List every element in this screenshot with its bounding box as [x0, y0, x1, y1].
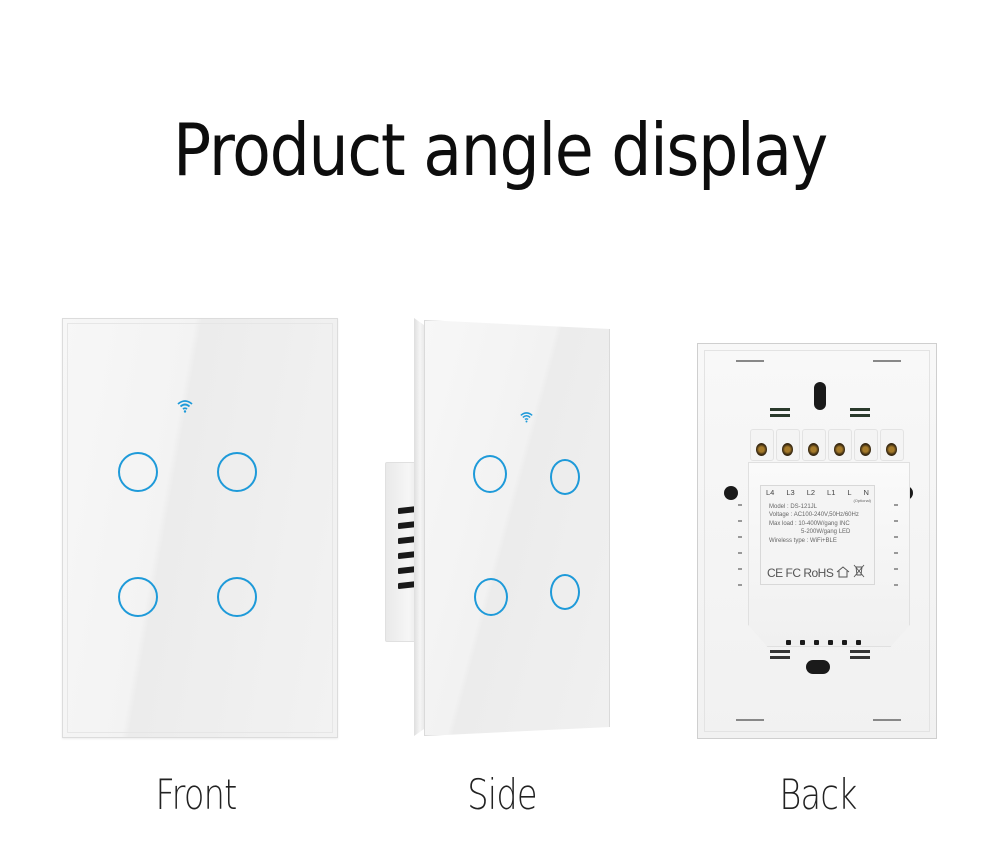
- page-title: Product angle display: [173, 108, 828, 192]
- mounting-slot-top: [814, 382, 826, 410]
- side-glass-edge: [414, 318, 426, 736]
- screw-hole-left: [724, 486, 738, 500]
- back-view-panel: L4 L3 L2 L1 L N (Optional) Model : DS-12…: [697, 343, 937, 739]
- spec-label: L4 L3 L2 L1 L N (Optional) Model : DS-12…: [760, 485, 875, 585]
- side-view-panel: [424, 320, 610, 736]
- wifi-icon: [520, 411, 533, 423]
- certification-marks: CE FC RoHS: [767, 564, 865, 579]
- front-view-panel: [62, 318, 338, 738]
- wiring-terminals: [748, 419, 908, 464]
- touch-button-1[interactable]: [473, 455, 507, 493]
- touch-button-1[interactable]: [118, 452, 158, 492]
- back-label: Back: [779, 770, 857, 819]
- front-label: Front: [155, 770, 238, 819]
- terminal: [750, 429, 774, 461]
- indoor-use-icon: [836, 566, 850, 578]
- touch-button-4[interactable]: [550, 574, 580, 610]
- terminal-labels: L4 L3 L2 L1 L N: [766, 488, 869, 497]
- touch-button-2[interactable]: [217, 452, 257, 492]
- touch-button-2[interactable]: [550, 459, 580, 495]
- terminal: [854, 429, 878, 461]
- wifi-icon: [177, 400, 193, 413]
- terminal: [880, 429, 904, 461]
- terminal: [828, 429, 852, 461]
- touch-button-3[interactable]: [118, 577, 158, 617]
- mounting-slot-bottom: [806, 660, 830, 674]
- touch-button-4[interactable]: [217, 577, 257, 617]
- terminal: [776, 429, 800, 461]
- touch-button-3[interactable]: [474, 578, 508, 616]
- side-label: Side: [467, 770, 537, 819]
- crossed-bin-icon: [853, 564, 865, 578]
- terminal: [802, 429, 826, 461]
